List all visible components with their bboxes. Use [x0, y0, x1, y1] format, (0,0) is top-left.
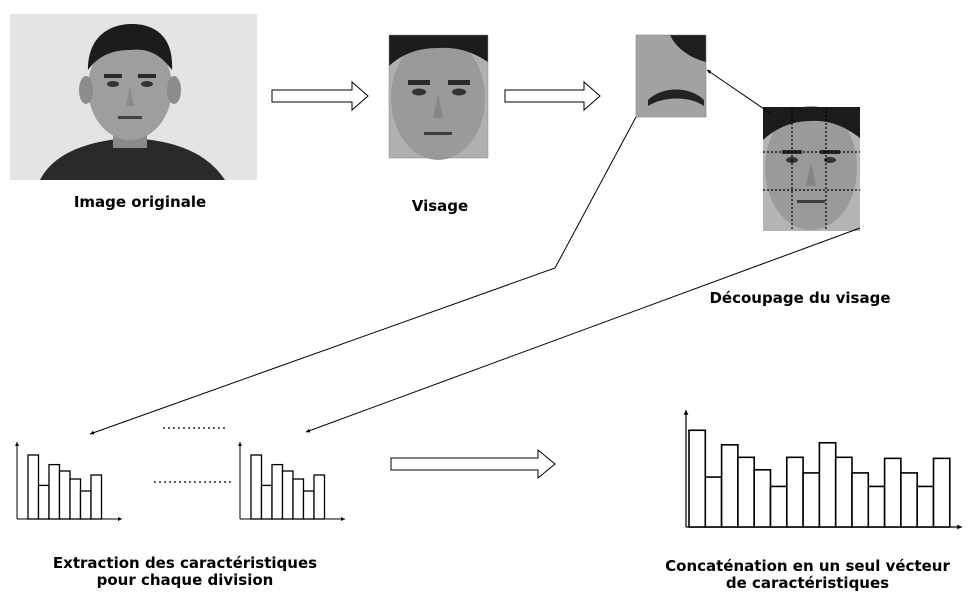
histogram-icon: [238, 442, 345, 521]
face-crop-image: [388, 34, 489, 160]
histogram-bar: [900, 472, 919, 528]
histogram-bar: [250, 454, 263, 520]
label-concatenation-line-2: de caractéristiques: [725, 574, 890, 592]
histogram-bar: [79, 490, 92, 520]
histogram-bar: [37, 484, 50, 520]
histogram-bar: [851, 472, 870, 528]
histogram-bar: [688, 429, 707, 528]
histogram-bar: [704, 476, 723, 528]
histogram-bar: [818, 441, 837, 528]
histogram-bar: [313, 474, 326, 520]
label-extraction: Extraction des caractéristiques pour cha…: [20, 555, 350, 589]
histogram-bar: [292, 478, 305, 520]
histogram-bar: [932, 457, 951, 528]
histogram-bar: [27, 454, 40, 520]
histogram-bar: [90, 474, 103, 520]
label-concatenation: Concaténation en un seul vécteur de cara…: [645, 558, 970, 592]
original-image: [10, 14, 257, 180]
label-visage: Visage: [411, 197, 469, 215]
histogram-bar: [271, 463, 284, 520]
face-grid-image: [763, 106, 860, 231]
block-arrow-icon: [271, 80, 369, 112]
label-extraction-line-1: Extraction des caractéristiques: [52, 554, 318, 572]
label-original-image: Image originale: [73, 193, 207, 211]
histogram-bars: [27, 454, 103, 520]
histogram-bar: [302, 490, 315, 520]
label-concatenation-line-1: Concaténation en un seul vécteur: [665, 557, 950, 575]
histogram-icon: [683, 410, 962, 530]
histogram-bar: [916, 485, 935, 528]
histogram-bars: [688, 429, 951, 528]
histogram-bar: [753, 468, 772, 528]
histogram-bar: [802, 472, 821, 528]
histogram-bar: [69, 478, 82, 520]
label-extraction-line-2: pour chaque division: [96, 571, 274, 589]
histogram-bar: [785, 456, 804, 528]
histogram-bar: [260, 484, 273, 520]
face-patch-image: [635, 34, 707, 118]
histogram-bar: [769, 485, 788, 528]
histogram-bar: [883, 457, 902, 528]
histogram-bar: [48, 463, 61, 520]
block-arrow-icon: [390, 448, 556, 480]
connector-arrow: [305, 227, 861, 433]
block-arrow-icon: [504, 80, 601, 112]
connector-arrow: [706, 69, 771, 114]
label-decoupage: Découpage du visage: [709, 289, 891, 307]
histogram-bar: [867, 485, 886, 528]
connector-arrow: [89, 116, 637, 435]
histogram-bar: [281, 470, 294, 520]
histogram-bars: [250, 454, 326, 520]
histogram-bar: [58, 470, 71, 520]
histogram-icon: [15, 442, 122, 521]
histogram-bar: [720, 444, 739, 528]
histogram-bar: [834, 456, 853, 528]
histogram-bar: [737, 456, 756, 528]
